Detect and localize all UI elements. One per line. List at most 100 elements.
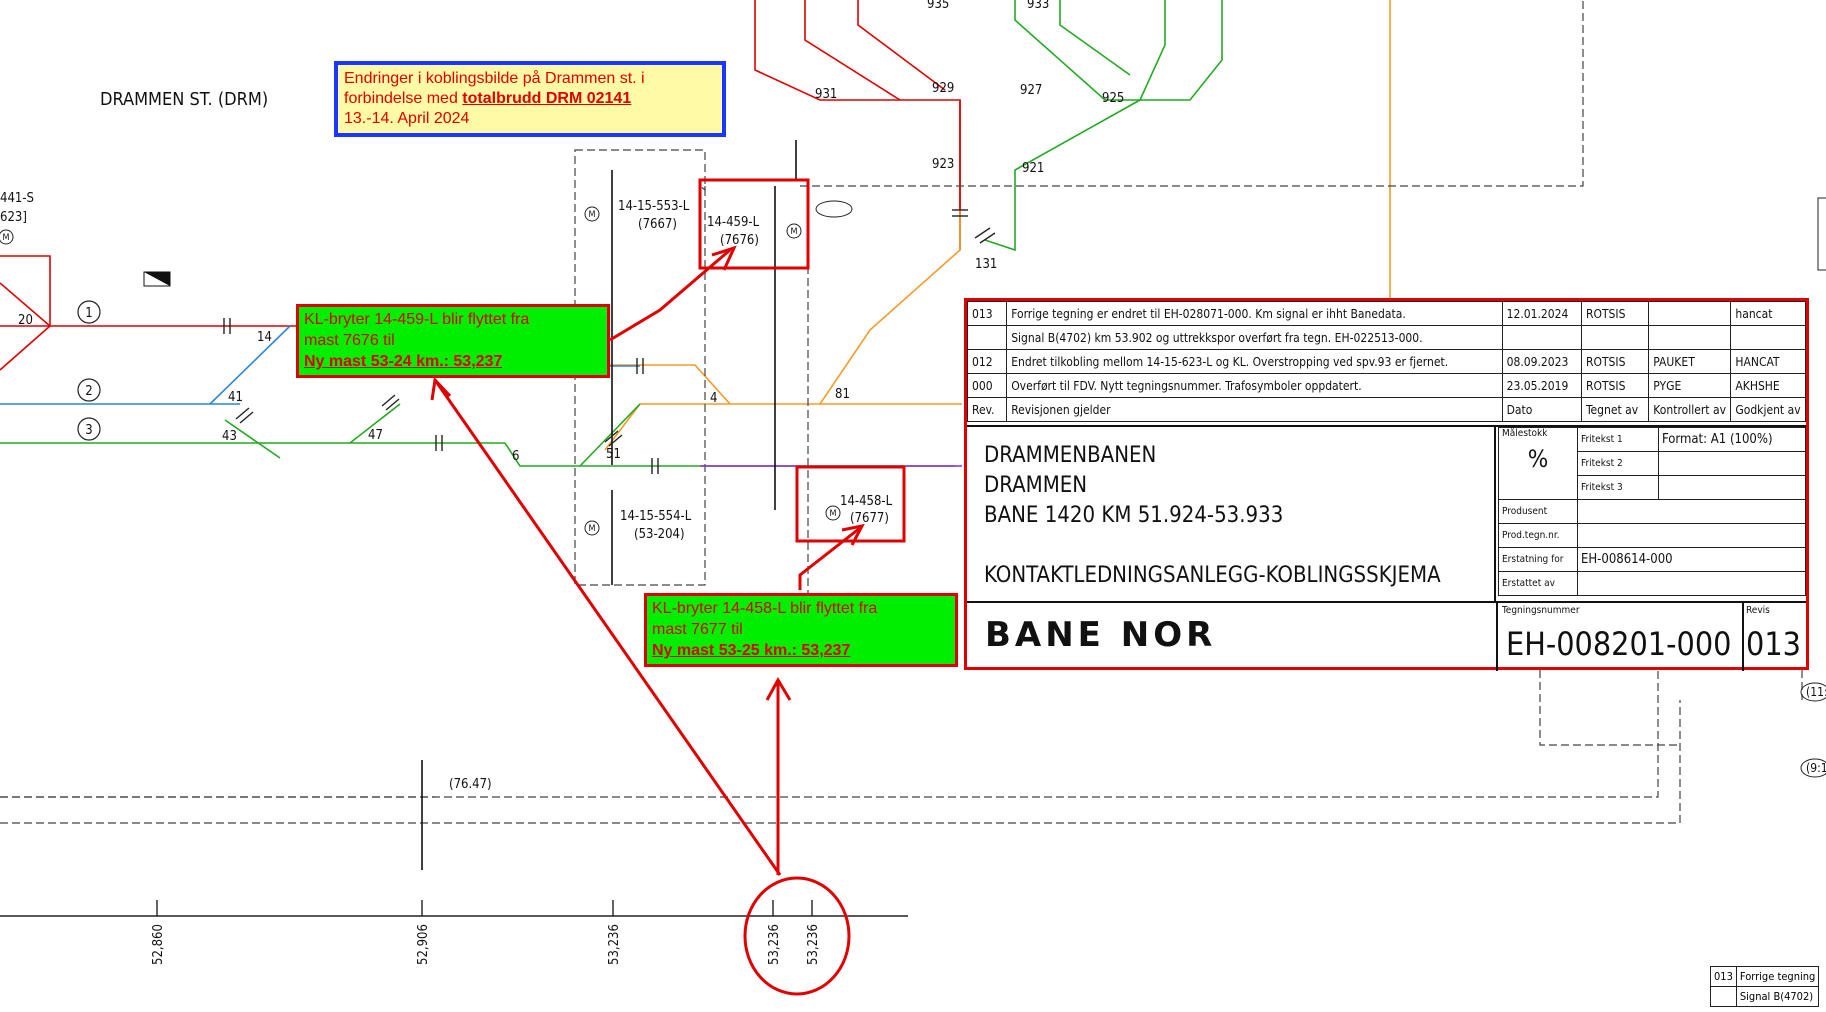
switch-14-15-554-mast: (53-204) — [634, 527, 685, 542]
revision-row: 013 Forrige tegning er endret til EH-028… — [966, 301, 1806, 326]
section-label-935: 935 — [927, 0, 949, 12]
scale-cell: Målestokk % — [1498, 427, 1578, 500]
change-notice: Endringer i koblingsbilde på Drammen st.… — [334, 61, 726, 137]
section-label-927: 927 — [1020, 83, 1042, 98]
track-3-circle — [77, 417, 101, 441]
revision-value: 013 — [1746, 625, 1801, 663]
revision-row: 000 Overført til FDV. Nytt tegningsnumme… — [966, 373, 1806, 398]
motor-icon — [786, 223, 802, 239]
notice-line-2-prefix: forbindelse med — [344, 90, 463, 107]
switch-14-15-553-mast: (7667) — [638, 217, 677, 232]
fragment-text: Signal B(4702) — [1735, 986, 1820, 1007]
right-edge-label: (11:1 — [1806, 685, 1826, 699]
revision-text: Overført til FDV. Nytt tegningsnummer. T… — [1006, 373, 1503, 398]
track-number-circles — [77, 300, 101, 441]
revision-checked: PYGE — [1648, 373, 1732, 398]
notice-line-2: forbindelse med totalbrudd DRM 02141 — [344, 89, 716, 109]
notice-line-3: 13.-14. April 2024 — [344, 110, 470, 127]
section-label-131: 131 — [975, 257, 997, 272]
erstatning-for-label: Erstatning for — [1498, 547, 1578, 572]
drawing-number-label: Tegningsnummer — [1502, 605, 1580, 616]
revision-date: 12.01.2024 — [1501, 301, 1582, 326]
note-switch-14-459: KL-bryter 14-459-L blir flyttet fra mast… — [296, 304, 610, 378]
header-date: Dato — [1501, 397, 1582, 422]
project-line: KONTAKTLEDNINGSANLEGG-KOBLINGSSKJEMA — [984, 563, 1441, 588]
revision-date — [1501, 325, 1582, 350]
section-label-47: 47 — [368, 428, 383, 443]
track-1-number: 1 — [85, 306, 92, 321]
header-text: Revisjonen gjelder — [1006, 397, 1503, 422]
produsent-label: Produsent — [1498, 499, 1578, 524]
project-description: DRAMMENBANEN DRAMMEN BANE 1420 KM 51.924… — [967, 427, 1496, 601]
revision-text: Forrige tegning er endret til EH-028071-… — [1006, 301, 1503, 326]
track-1-circle — [77, 300, 101, 324]
switch-lines — [421, 140, 797, 870]
note-14-458-line-3: Ny mast 53-25 km.: 53,237 — [652, 642, 851, 659]
km-tick-label: 53,236 — [607, 924, 622, 965]
km-tick-label: 52,906 — [416, 924, 431, 965]
note-14-459-line-2: mast 7676 til — [304, 332, 395, 349]
revision-approved: hancat — [1730, 301, 1806, 326]
bane-nor-logo: BANE NOR — [985, 615, 1217, 655]
switch-14-458-mast: (7677) — [850, 511, 889, 526]
switch-14-15-554-label: 14-15-554-L — [620, 509, 692, 524]
switch-441-mast: 623] — [0, 210, 27, 225]
fragment-text: Forrige tegning — [1735, 966, 1820, 987]
notice-line-1: Endringer i koblingsbilde på Drammen st.… — [344, 70, 645, 87]
revision-approved: AKHSHE — [1730, 373, 1806, 398]
feeder-lines-green — [984, 0, 1223, 252]
feeder-lines-red — [754, 0, 961, 250]
section-label-43: 43 — [222, 429, 237, 444]
drawing-meta: Målestokk % Fritekst 1 Format: A1 (100%)… — [1498, 427, 1806, 601]
revision-table-fragment: 013 Forrige tegning Signal B(4702) — [1710, 966, 1820, 1007]
direction-marker-icon — [144, 272, 170, 286]
track-2-circle — [77, 378, 101, 402]
mast-56-oval — [815, 200, 853, 218]
motor-icon — [584, 520, 600, 536]
note-14-459-line-1: KL-bryter 14-459-L blir flyttet fra — [304, 311, 530, 328]
section-label-20: 20 — [18, 313, 33, 328]
drawing-number-box: Tegningsnummer EH-008201-000 — [1496, 603, 1744, 671]
revision-text: Endret tilkobling mellom 14-15-623-L og … — [1006, 349, 1503, 374]
revision-label: Revis — [1746, 605, 1770, 616]
switch-14-459-label: 14-459-L — [707, 215, 760, 230]
revision-number — [966, 325, 1008, 350]
revision-row: Signal B(4702) km 53.902 og uttrekkspor … — [966, 325, 1806, 350]
project-line: DRAMMEN — [984, 473, 1088, 498]
fritekst-1-label: Fritekst 1 — [1577, 427, 1659, 452]
notice-line-2-bold: totalbrudd DRM 02141 — [462, 90, 632, 107]
track-3 — [0, 403, 955, 467]
section-label-933: 933 — [1027, 0, 1049, 12]
revision-checked — [1648, 325, 1732, 350]
erstatning-for-value: EH-008614-000 — [1577, 547, 1806, 572]
note-14-458-line-1: KL-bryter 14-458-L blir flyttet fra — [652, 600, 878, 617]
switch-14-459-mast: (7676) — [720, 233, 759, 248]
revision-approved: HANCAT — [1730, 349, 1806, 374]
switch-14-15-553-label: 14-15-553-L — [618, 199, 690, 214]
scale-label: Målestokk — [1502, 428, 1548, 439]
revision-checked: PAUKET — [1648, 349, 1732, 374]
project-line: BANE 1420 KM 51.924-53.933 — [984, 503, 1284, 528]
section-label-923: 923 — [932, 157, 954, 172]
note-switch-14-458: KL-bryter 14-458-L blir flyttet fra mast… — [644, 593, 958, 667]
station-label: DRAMMEN ST. (DRM) — [100, 89, 268, 110]
fritekst-3-label: Fritekst 3 — [1577, 475, 1659, 500]
drawing-number: EH-008201-000 — [1506, 625, 1732, 663]
section-label-931: 931 — [815, 87, 837, 102]
mast-76-47-label: (76.47) — [449, 777, 492, 792]
motor-icon — [825, 505, 841, 521]
revision-table: 013 Forrige tegning er endret til EH-028… — [966, 301, 1806, 422]
header-rev: Rev. — [966, 397, 1008, 422]
section-label-14: 14 — [257, 330, 272, 345]
orange-lines — [600, 0, 1391, 451]
revision-number: 012 — [966, 349, 1008, 374]
revision-header-row: Rev. Revisjonen gjelder Dato Tegnet av K… — [966, 397, 1806, 422]
revision-date: 23.05.2019 — [1501, 373, 1582, 398]
revision-text: Signal B(4702) km 53.902 og uttrekkspor … — [1006, 325, 1503, 350]
title-block-bottom: BANE NOR Tegningsnummer EH-008201-000 Re… — [967, 601, 1806, 671]
annotation-arrows — [430, 178, 906, 996]
motor-letter: M — [589, 524, 596, 534]
km-tick-label: 53,236 — [806, 924, 821, 965]
section-label-921: 921 — [1022, 161, 1044, 176]
